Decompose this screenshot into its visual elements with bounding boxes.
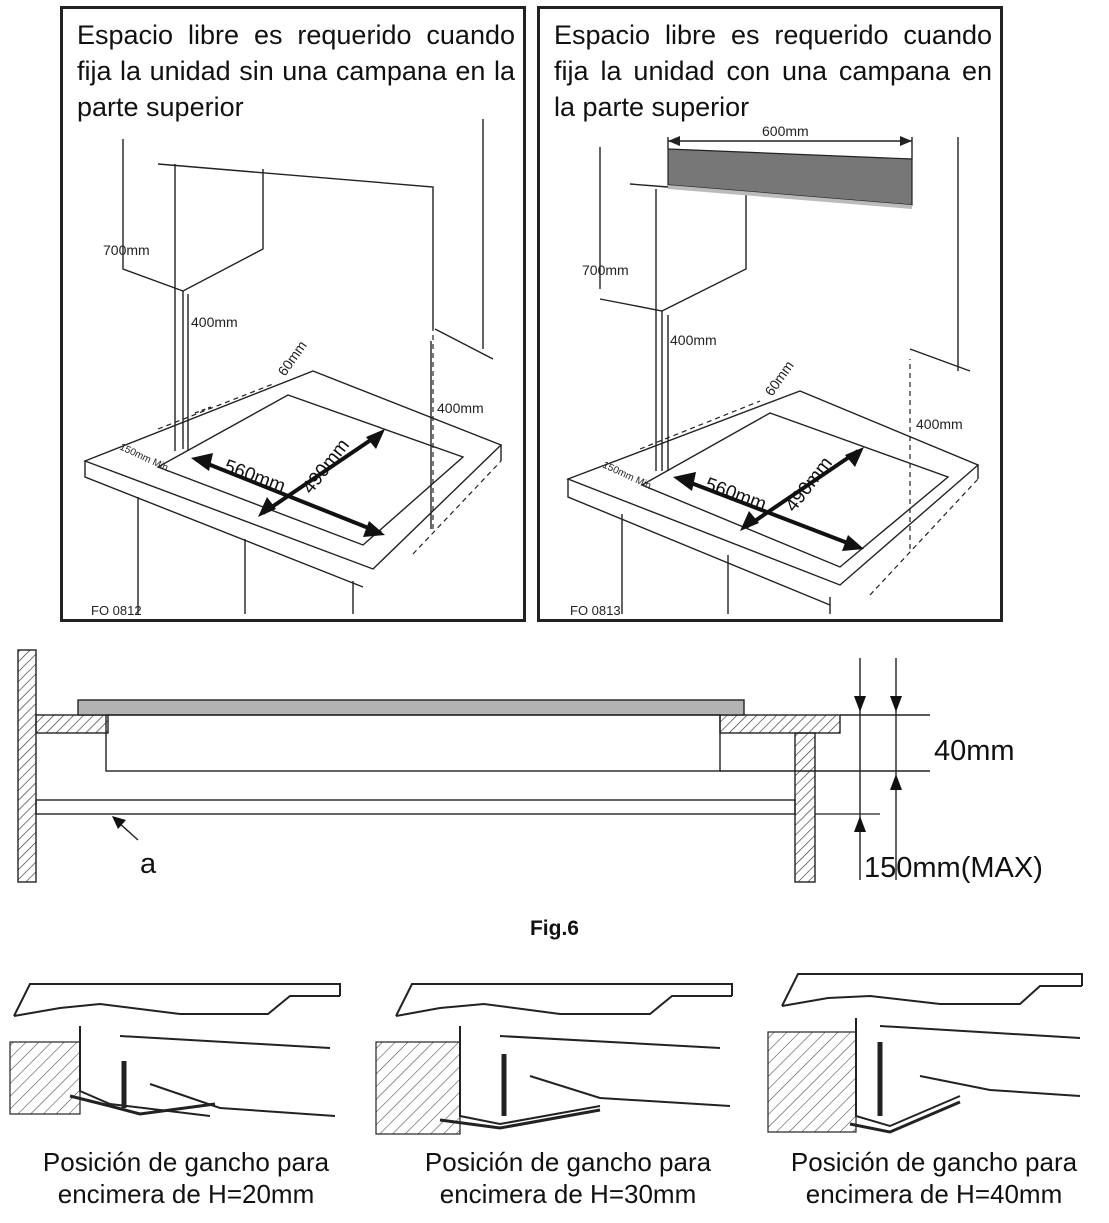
hook-caption-h30-line1: Posición de gancho para — [424, 1147, 712, 1177]
hook-caption-h30: Posición de gancho para encimera de H=30… — [388, 1146, 748, 1210]
dim-400-side-left: 400mm — [437, 400, 484, 416]
dim-150-left: 150mm Min. — [118, 442, 173, 475]
dim-40mm-label: 40mm — [934, 735, 1015, 767]
hook-caption-h40: Posición de gancho para encimera de H=40… — [760, 1146, 1108, 1210]
hook-position-diagrams — [9, 973, 1083, 1135]
dim-400-side-right: 400mm — [916, 416, 963, 432]
figure-code-left: FO 0812 — [91, 603, 142, 618]
hook-caption-h40-line1: Posición de gancho para — [790, 1147, 1078, 1177]
dim-150-right: 150mm Min. — [601, 460, 656, 493]
figure-label: Fig.6 — [529, 917, 579, 940]
dim-400-cabinet-right: 400mm — [670, 332, 717, 348]
marker-a-label: a — [140, 848, 157, 880]
panel-title-with-hood: Espacio libre es requerido cuando fija l… — [554, 20, 992, 122]
dim-700-right: 700mm — [582, 262, 629, 278]
hook-caption-h20: Posición de gancho para encimera de H=20… — [6, 1146, 366, 1210]
dim-60-right: 60mm — [761, 358, 796, 399]
installation-diagram-without-hood: 700mm 400mm 400mm 60mm 150mm Min. 560mm … — [83, 119, 503, 614]
dim-60-left: 60mm — [274, 338, 309, 379]
dim-600-hood: 600mm — [762, 123, 809, 139]
clearance-panel-with-hood: Espacio libre es requerido cuando fija l… — [537, 6, 1003, 622]
dim-560-left: 560mm — [221, 456, 288, 497]
dim-560-right: 560mm — [702, 474, 769, 515]
dim-400-cabinet-left: 400mm — [191, 314, 238, 330]
hook-detail-h40 — [767, 973, 1083, 1134]
hook-detail-h30 — [375, 983, 733, 1135]
hook-detail-h20 — [9, 983, 341, 1117]
dim-150mm-max-label: 150mm(MAX) — [864, 852, 1043, 884]
hook-caption-h40-line2: encimera de H=40mm — [805, 1179, 1063, 1209]
clearance-panel-without-hood: Espacio libre es requerido cuando fija l… — [60, 6, 526, 622]
dim-700-left: 700mm — [103, 242, 150, 258]
hook-caption-h20-line1: Posición de gancho para — [42, 1147, 330, 1177]
panel-title-without-hood: Espacio libre es requerido cuando fija l… — [77, 20, 515, 122]
hook-caption-h20-line2: encimera de H=20mm — [57, 1179, 315, 1209]
figure-code-right: FO 0813 — [570, 603, 621, 618]
dim-490-left: 490mm — [298, 435, 354, 498]
installation-diagram-with-hood: 600mm 700mm 400mm 400mm 60mm 150mm Min. … — [566, 123, 980, 614]
cross-section-diagram: a 40mm 150mm(MAX) — [17, 649, 1043, 884]
hook-caption-h30-line2: encimera de H=30mm — [439, 1179, 697, 1209]
dim-490-right: 490mm — [781, 453, 837, 516]
